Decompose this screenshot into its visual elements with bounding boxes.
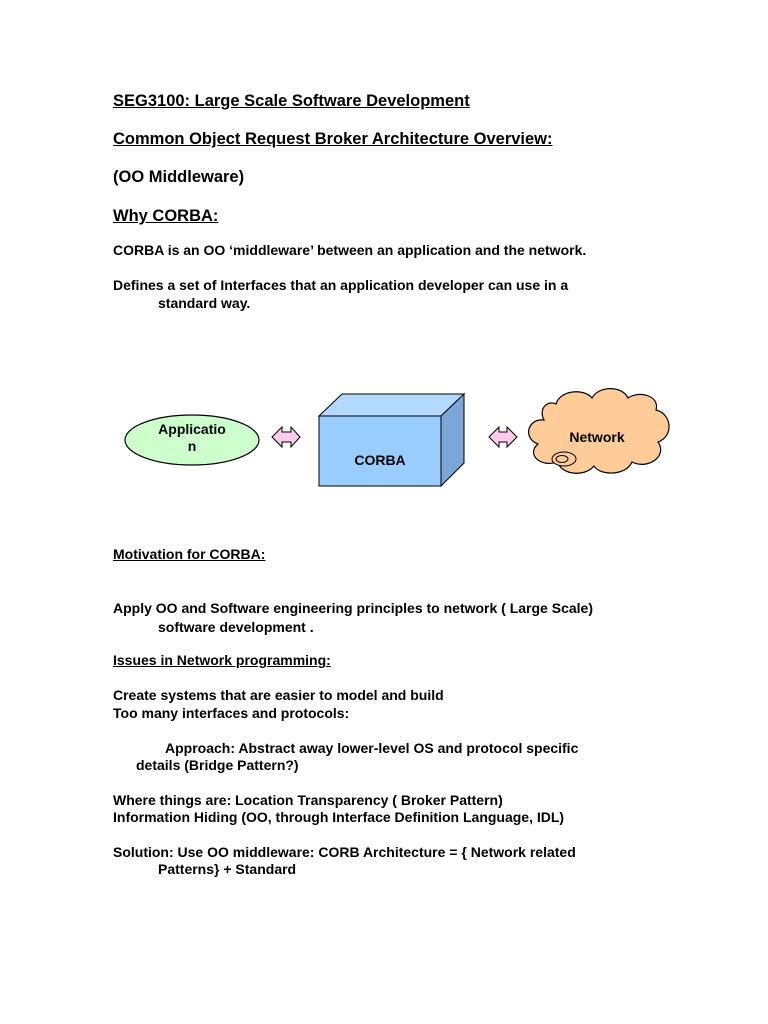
course-title: SEG3100: Large Scale Software Developmen…: [113, 92, 470, 110]
why-paragraph-2-line-2: standard way.: [158, 295, 251, 311]
why-paragraph-1: CORBA is an OO ‘middleware’ between an a…: [113, 242, 587, 258]
corba-label: CORBA: [354, 452, 406, 468]
right-double-arrow: [488, 425, 518, 449]
application-ellipse: [124, 414, 260, 466]
issues-heading: Issues in Network programming:: [113, 652, 331, 668]
approach-line-2: details (Bridge Pattern?): [136, 757, 299, 773]
issues-line-2: Too many interfaces and protocols:: [113, 705, 350, 721]
why-corba-heading: Why CORBA:: [113, 207, 219, 225]
issues-line-1: Create systems that are easier to model …: [113, 687, 444, 703]
where-things-are-line: Where things are: Location Transparency …: [113, 792, 503, 808]
cloud-tail-bubble: [551, 451, 577, 467]
subtitle: (OO Middleware): [113, 168, 245, 186]
overview-title: Common Object Request Broker Architectur…: [113, 130, 553, 148]
motivation-heading: Motivation for CORBA:: [113, 546, 266, 562]
solution-line-2: Patterns} + Standard: [158, 861, 297, 877]
corba-box-front: [318, 415, 442, 487]
motivation-line-2: software development .: [158, 619, 314, 635]
approach-line-1: Approach: Abstract away lower-level OS a…: [165, 740, 579, 756]
left-double-arrow: [271, 425, 301, 449]
application-label-line-2: n: [187, 438, 197, 454]
network-label: Network: [569, 429, 625, 445]
solution-line-1: Solution: Use OO middleware: CORB Archit…: [113, 844, 576, 860]
why-paragraph-2-line-1: Defines a set of Interfaces that an appl…: [113, 277, 569, 293]
information-hiding-line: Information Hiding (OO, through Interfac…: [113, 809, 565, 825]
motivation-line-1: Apply OO and Software engineering princi…: [113, 600, 593, 616]
cloud-tail-bubble-inner: [555, 455, 569, 463]
application-label-line-1: Applicatio: [158, 421, 226, 437]
corba-box-top: [317, 393, 466, 417]
